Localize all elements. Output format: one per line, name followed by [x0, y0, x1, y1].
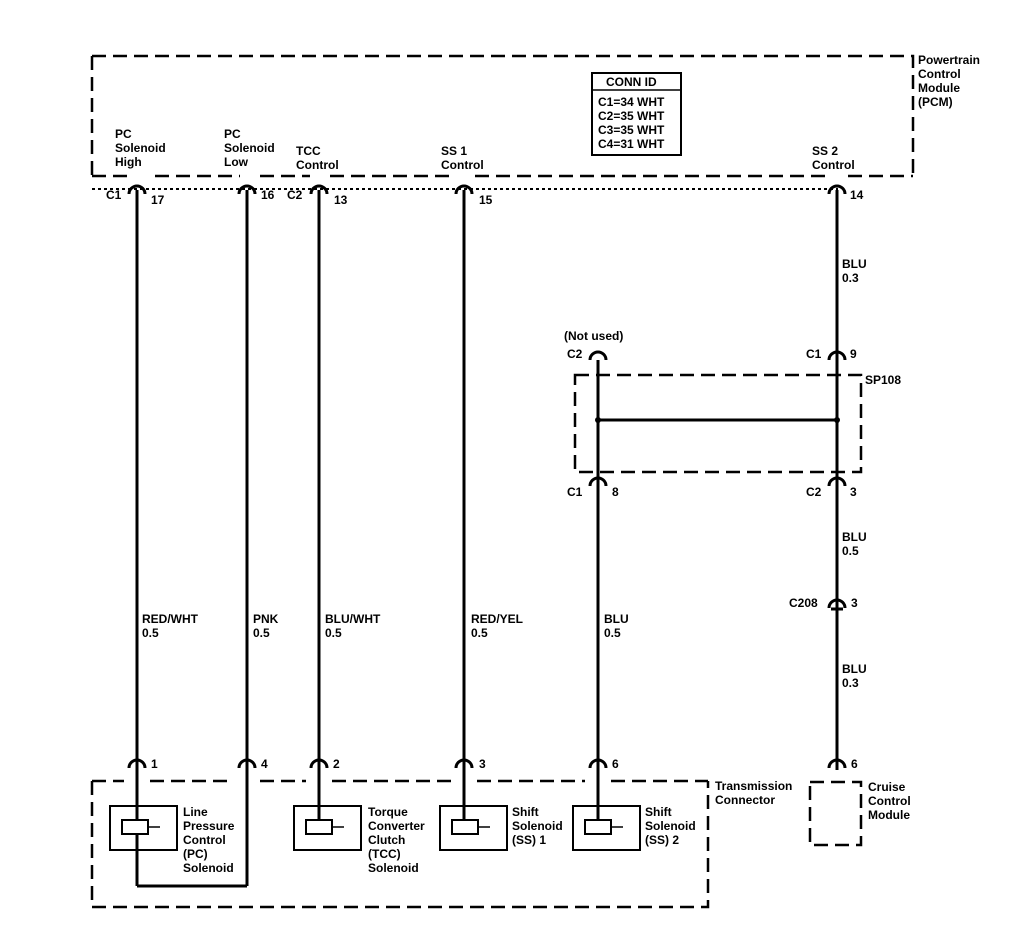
solenoid-label: Solenoid [645, 819, 696, 833]
transmission-label: Connector [715, 793, 775, 807]
cruise-label: Control [868, 794, 911, 808]
solenoid-label: Clutch [368, 833, 405, 847]
conn-id-row: C2=35 WHT [598, 109, 665, 123]
pcm-pin-pc-low: 16 [237, 184, 275, 202]
pcm-pin-ss1: 15 [454, 184, 493, 207]
ss2-solenoid: Shift Solenoid (SS) 2 [572, 770, 696, 851]
wire-color: BLU [842, 530, 867, 544]
pin-number: 3 [851, 596, 858, 610]
conn-label: C1 [806, 347, 822, 361]
solenoid-label: (TCC) [368, 847, 401, 861]
pin-name-pc-high: Solenoid [115, 141, 166, 155]
pin-name-pc-low: Low [224, 155, 249, 169]
wire-color: BLU [842, 257, 867, 271]
conn-label: C208 [789, 596, 818, 610]
wire-color: PNK [253, 612, 279, 626]
transmission-label: Transmission [715, 779, 792, 793]
cruise-control-module: 6 Cruise Control Module [808, 757, 911, 847]
pin-number: 3 [479, 757, 486, 771]
wire-gauge: 0.3 [842, 271, 859, 285]
pin-name-pc-high: High [115, 155, 142, 169]
solenoid-label: Torque [368, 805, 408, 819]
conn-label: C2 [567, 347, 583, 361]
solenoid-label: (SS) 2 [645, 833, 679, 847]
inline-connector-c208: C208 3 [789, 596, 858, 611]
pin-name-pc-low: PC [224, 127, 241, 141]
pin-number: 6 [612, 757, 619, 771]
conn-label: C1 [106, 188, 122, 202]
pin-number: 17 [151, 193, 165, 207]
conn-id-title: CONN ID [606, 75, 657, 89]
wire-gauge: 0.5 [325, 626, 342, 640]
conn-id-row: C1=34 WHT [598, 95, 665, 109]
pin-number: 3 [850, 485, 857, 499]
pin-number: 13 [334, 193, 348, 207]
wire-color: RED/YEL [471, 612, 523, 626]
wire-gauge: 0.5 [604, 626, 621, 640]
pcm-label-3: Module [918, 81, 960, 95]
tcc-solenoid: Torque Converter Clutch (TCC) Solenoid [293, 770, 425, 875]
pin-name-tcc: Control [296, 158, 339, 172]
pin-name-ss2: SS 2 [812, 144, 838, 158]
solenoid-label: Converter [368, 819, 425, 833]
wire-gauge: 0.3 [842, 676, 859, 690]
solenoid-label: Solenoid [512, 819, 563, 833]
pin-number: 8 [612, 485, 619, 499]
solenoid-label: (SS) 1 [512, 833, 546, 847]
solenoid-label: Solenoid [183, 861, 234, 875]
pcm-pin-ss2: 14 [827, 184, 864, 202]
transmission-connector: Transmission Connector 1 4 2 3 6 [90, 757, 792, 909]
pin-number: 4 [261, 757, 268, 771]
pin-number: 16 [261, 188, 275, 202]
wire-gauge: 0.5 [142, 626, 159, 640]
solenoid-label: Pressure [183, 819, 235, 833]
wire-gauge: 0.5 [253, 626, 270, 640]
pcm-pin-pc-high: C1 17 [106, 184, 165, 207]
pin-number: 2 [333, 757, 340, 771]
pin-number: 6 [851, 757, 858, 771]
conn-label: C2 [287, 188, 303, 202]
pcm-label-4: (PCM) [918, 95, 953, 109]
wire-gauge: 0.5 [471, 626, 488, 640]
conn-id-row: C4=31 WHT [598, 137, 665, 151]
wire-color: BLU [842, 662, 867, 676]
solenoid-label: Solenoid [368, 861, 419, 875]
pin-name-tcc: TCC [296, 144, 321, 158]
pin-name-pc-high: PC [115, 127, 132, 141]
not-used-label: (Not used) [564, 329, 623, 343]
conn-id-row: C3=35 WHT [598, 123, 665, 137]
pin-name-ss2: Control [812, 158, 855, 172]
cruise-label: Module [868, 808, 910, 822]
pcm-label-2: Control [918, 67, 961, 81]
pcm-label-1: Powertrain [918, 53, 980, 67]
solenoid-label: Shift [645, 805, 672, 819]
wire-color: BLU/WHT [325, 612, 381, 626]
conn-label: C2 [806, 485, 822, 499]
wire-gauge: 0.5 [842, 544, 859, 558]
pin-number: 9 [850, 347, 857, 361]
pcm-pin-tcc: C2 13 [287, 184, 348, 207]
cruise-label: Cruise [868, 780, 906, 794]
pcm-block: Powertrain Control Module (PCM) CONN ID … [90, 53, 980, 190]
pin-name-pc-low: Solenoid [224, 141, 275, 155]
pin-number: 14 [850, 188, 864, 202]
wire-color: BLU [604, 612, 629, 626]
pin-number: 15 [479, 193, 493, 207]
wire-color: RED/WHT [142, 612, 199, 626]
pin-name-ss1: Control [441, 158, 484, 172]
solenoid-label: (PC) [183, 847, 208, 861]
solenoid-label: Control [183, 833, 226, 847]
pc-solenoid: Line Pressure Control (PC) Solenoid [109, 770, 247, 888]
splice-name: SP108 [865, 373, 901, 387]
conn-id-table: CONN ID C1=34 WHT C2=35 WHT C3=35 WHT C4… [591, 72, 682, 156]
solenoid-label: Shift [512, 805, 539, 819]
splice-sp108: SP108 (Not used) C2 C1 9 C1 8 C2 3 [564, 329, 901, 499]
solenoid-label: Line [183, 805, 208, 819]
pin-number: 1 [151, 757, 158, 771]
ss1-solenoid: Shift Solenoid (SS) 1 [439, 770, 563, 851]
pin-name-ss1: SS 1 [441, 144, 467, 158]
conn-label: C1 [567, 485, 583, 499]
